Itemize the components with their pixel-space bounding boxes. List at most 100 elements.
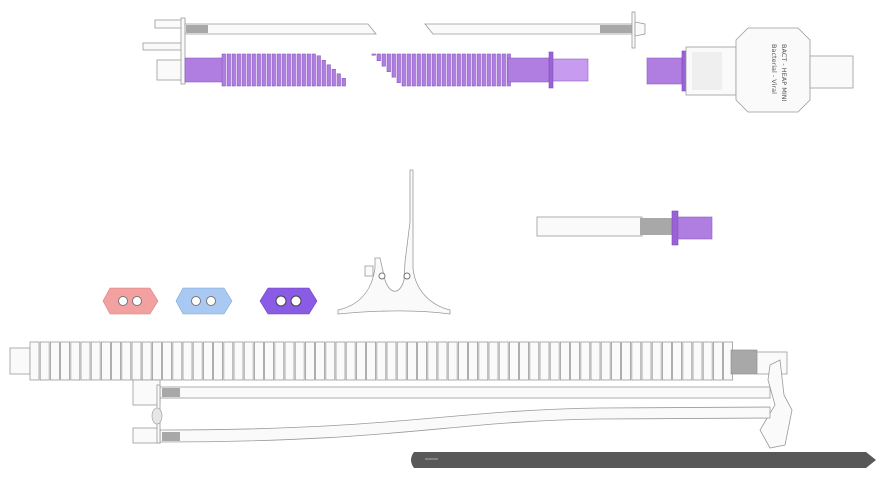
- corrugation-rib: [70, 341, 81, 381]
- corrugation-rib: [29, 341, 40, 381]
- corrugation-rib: [253, 341, 264, 381]
- corrugation-rib: [281, 53, 286, 87]
- corrugation-rib: [549, 341, 560, 381]
- corrugation-rib: [529, 341, 540, 381]
- y-connector: [142, 17, 186, 85]
- corrugation-rib: [471, 53, 476, 87]
- corrugation-rib: [261, 53, 266, 87]
- corrugation-rib: [539, 341, 550, 381]
- corrugation-rib: [431, 53, 436, 87]
- corrugation-rib: [221, 53, 226, 87]
- corrugation-rib: [345, 341, 356, 381]
- corrugation-rib: [274, 341, 285, 381]
- corrugation-rib: [243, 341, 254, 381]
- corrugation-rib: [264, 341, 275, 381]
- filter-label-line1: BACT - HEAP MINI: [780, 44, 788, 102]
- corrugation-rib: [631, 341, 642, 381]
- filter-label-line2: Bacterial - Viral: [770, 44, 778, 94]
- corrugation-rib: [50, 341, 60, 381]
- corrugation-rib: [451, 53, 456, 87]
- corrugation-rib: [236, 53, 241, 87]
- corrugation-rib: [213, 341, 224, 381]
- corrugation-rib: [519, 341, 529, 381]
- corrugation-rib: [421, 53, 426, 87]
- corrugation-rib: [401, 53, 406, 87]
- short-tube-with-connector: [536, 210, 713, 246]
- corrugation-rib: [172, 341, 183, 381]
- corrugation-rib: [481, 53, 486, 87]
- sampling-line-right: [424, 11, 646, 49]
- corrugation-rib: [246, 53, 251, 87]
- corrugation-rib: [162, 341, 173, 381]
- corrugation-rib: [251, 53, 256, 87]
- corrugation-rib: [600, 341, 611, 381]
- corrugation-rib: [121, 341, 132, 381]
- corrugation-rib: [60, 341, 70, 381]
- corrugation-rib: [326, 64, 331, 87]
- corrugated-breathing-tube: [9, 341, 793, 449]
- corrugation-rib: [291, 53, 296, 87]
- corrugation-rib: [294, 341, 305, 381]
- grommet-red: [102, 287, 159, 315]
- corrugation-rib: [355, 341, 366, 381]
- corrugation-rib: [226, 53, 231, 87]
- corrugation-rib: [316, 55, 321, 87]
- corrugation-rib: [256, 53, 261, 87]
- corrugation-rib: [456, 53, 461, 87]
- corrugation-rib: [427, 341, 438, 381]
- corrugation-rib: [80, 341, 91, 381]
- corrugation-rib: [702, 341, 713, 381]
- corrugation-rib: [560, 341, 570, 381]
- corrugation-rib: [233, 341, 244, 381]
- corrugation-rib: [570, 341, 580, 381]
- sampling-line-left: [184, 23, 377, 35]
- corrugation-rib: [498, 341, 509, 381]
- corrugation-rib: [611, 341, 621, 381]
- corrugation-rib: [202, 341, 213, 381]
- corrugation-rib: [366, 341, 377, 381]
- corrugation-rib: [468, 341, 479, 381]
- corrugation-rib: [501, 53, 506, 87]
- corrugation-rib: [621, 341, 631, 381]
- corrugation-rib: [391, 53, 396, 78]
- corrugation-rib: [396, 341, 407, 381]
- corrugation-rib: [306, 53, 311, 87]
- corrugation-rib: [417, 341, 428, 381]
- corrugation-rib: [284, 341, 295, 381]
- purple-tube-left: [184, 53, 346, 87]
- corrugation-rib: [304, 341, 315, 381]
- corrugation-rib: [39, 341, 50, 381]
- corrugation-rib: [466, 53, 471, 87]
- corrugation-rib: [580, 341, 591, 381]
- grommet-violet: [259, 287, 318, 315]
- corrugation-rib: [335, 341, 346, 381]
- corrugation-rib: [411, 53, 416, 87]
- corrugation-rib: [371, 53, 376, 56]
- corrugation-rib: [461, 53, 466, 87]
- strap: [411, 452, 876, 468]
- corrugation-rib: [381, 53, 386, 67]
- corrugation-rib: [406, 53, 411, 87]
- corrugation-rib: [131, 341, 142, 381]
- corrugation-rib: [266, 53, 271, 87]
- corrugation-rib: [241, 53, 246, 87]
- corrugation-rib: [386, 341, 397, 381]
- corrugation-rib: [406, 341, 417, 381]
- corrugation-rib: [90, 341, 101, 381]
- corrugation-rib: [376, 53, 381, 61]
- corrugation-rib: [651, 341, 662, 381]
- corrugation-rib: [336, 73, 341, 87]
- sampling-lines: [132, 379, 771, 444]
- tube-holder-stand: [337, 169, 451, 315]
- corrugation-rib: [437, 341, 448, 381]
- corrugation-rib: [271, 53, 276, 87]
- corrugation-rib: [478, 341, 489, 381]
- corrugation-rib: [441, 53, 446, 87]
- corrugation-rib: [416, 53, 421, 87]
- corrugation-rib: [321, 59, 326, 87]
- corrugation-rib: [672, 341, 682, 381]
- corrugation-rib: [457, 341, 468, 381]
- corrugation-rib: [325, 341, 336, 381]
- corrugation-rib: [182, 341, 193, 381]
